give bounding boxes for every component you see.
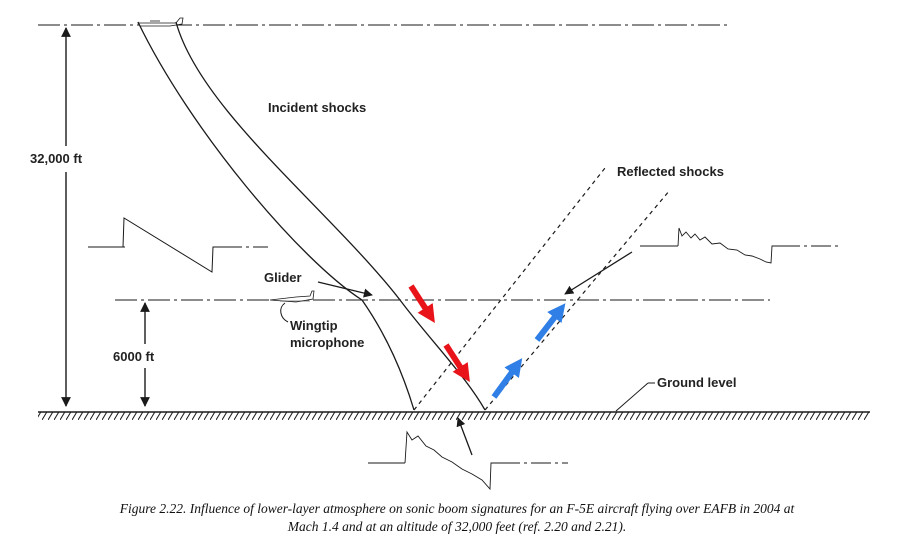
altitude-label-6000: 6000 ft	[113, 349, 155, 364]
reflected-leader-arrow	[564, 251, 633, 295]
altitude-label-32000: 32,000 ft	[30, 151, 83, 166]
caption-line-2: Mach 1.4 and at an altitude of 32,000 fe…	[287, 519, 627, 534]
sonic-boom-diagram: 32,000 ft 6000 ft	[30, 17, 870, 490]
glider-icon	[269, 290, 315, 303]
ground-hatch	[38, 412, 870, 420]
wingtip-label: Wingtip	[290, 318, 338, 333]
signature-upper-left	[88, 217, 268, 273]
incident-arrow-red-upper	[408, 284, 435, 324]
signature-upper-right	[640, 227, 842, 264]
wingtip-leader	[280, 302, 289, 323]
ground-level-label: Ground level	[657, 375, 736, 390]
microphone-label: microphone	[290, 335, 364, 350]
reflected-shock-front	[413, 167, 606, 411]
incident-shock-front	[137, 21, 415, 411]
figure-caption: Figure 2.22. Influence of lower-layer at…	[0, 500, 914, 536]
signature-ground	[368, 430, 568, 490]
reflected-arrow-blue-upper	[534, 303, 566, 342]
glider-label: Glider	[264, 270, 302, 285]
incident-shock-rear	[175, 21, 486, 411]
incident-arrow-red-lower	[443, 343, 470, 383]
reflected-arrow-blue-lower	[491, 358, 523, 399]
ground-level-leader	[615, 382, 649, 412]
glider-leader-arrow	[317, 281, 373, 298]
ground-signature-leader-arrow	[456, 417, 473, 456]
caption-line-1: Figure 2.22. Influence of lower-layer at…	[119, 501, 795, 516]
incident-shocks-label: Incident shocks	[268, 100, 366, 115]
reflected-shocks-label: Reflected shocks	[617, 164, 724, 179]
